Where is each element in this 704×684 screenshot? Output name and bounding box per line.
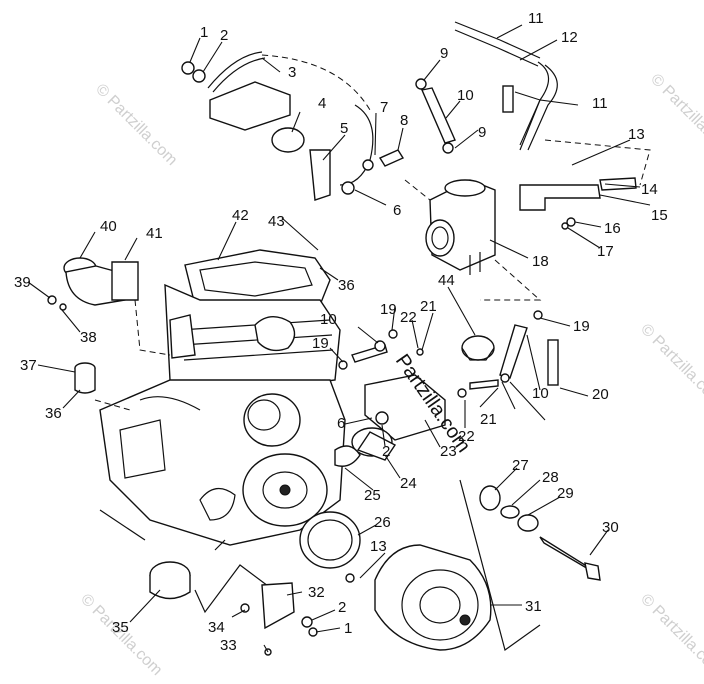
callout-19-mid: 19 — [380, 301, 397, 318]
callout-24: 24 — [400, 475, 417, 492]
callout-37: 37 — [20, 357, 37, 374]
upper-left-assembly — [181, 51, 405, 201]
callout-43: 43 — [268, 213, 285, 230]
svg-text:© Partzilla.com: © Partzilla.com — [637, 591, 704, 679]
callout-2: 2 — [220, 27, 228, 44]
clutch-assembly — [299, 479, 541, 651]
callout-23: 23 — [440, 443, 457, 460]
callout-13-lower: 13 — [370, 538, 387, 555]
callout-9-top: 9 — [440, 45, 448, 62]
callout-10-top: 10 — [457, 87, 474, 104]
callout-36-top: 36 — [338, 277, 355, 294]
callout-2-lower: 2 — [338, 599, 346, 616]
svg-text:© Partzilla.com: © Partzilla.com — [92, 81, 180, 169]
callout-12: 12 — [561, 29, 578, 46]
callout-18: 18 — [532, 253, 549, 270]
throttle-bracket — [519, 139, 651, 230]
callout-29: 29 — [557, 485, 574, 502]
vent-hoses — [415, 21, 558, 154]
callout-11-top: 11 — [528, 10, 544, 27]
callout-3: 3 — [288, 64, 296, 81]
callout-21-top: 21 — [420, 298, 437, 315]
callout-19-right: 19 — [573, 318, 590, 335]
callout-labels: 1 2 3 4 5 6 7 8 9 9 10 11 11 12 13 14 15… — [14, 10, 668, 654]
watermark-left: © Partzilla.com — [92, 81, 180, 169]
callout-1-lower: 1 — [344, 620, 352, 637]
mount-bracket — [334, 374, 446, 467]
bolt-stack — [479, 485, 601, 581]
callout-41: 41 — [146, 225, 163, 242]
callout-10-mid: 10 — [320, 311, 337, 328]
engine-mount — [99, 509, 355, 656]
callout-44: 44 — [438, 272, 455, 289]
engine — [99, 249, 346, 546]
callout-19-left: 19 — [312, 335, 329, 352]
callout-39: 39 — [14, 274, 31, 291]
callout-20: 20 — [592, 386, 609, 403]
callout-11-right: 11 — [592, 95, 608, 112]
callout-4: 4 — [318, 95, 326, 112]
watermark-right: © Partzilla.com — [647, 71, 704, 159]
watermark-bottom-right: © Partzilla.com — [637, 591, 704, 679]
callout-6-mid: 6 — [337, 415, 345, 432]
callout-22-top: 22 — [400, 309, 417, 326]
callout-42: 42 — [232, 207, 249, 224]
callout-9-lower: 9 — [478, 124, 486, 141]
callout-31: 31 — [525, 598, 542, 615]
callout-38: 38 — [80, 329, 97, 346]
cap — [74, 362, 131, 411]
callout-16: 16 — [604, 220, 621, 237]
callout-27: 27 — [512, 457, 529, 474]
carburetor — [404, 179, 542, 301]
callout-14: 14 — [641, 181, 658, 198]
callout-32: 32 — [308, 584, 325, 601]
callout-10-lower: 10 — [532, 385, 549, 402]
callout-2-mid: 2 — [382, 443, 390, 460]
callout-7: 7 — [380, 99, 388, 116]
callout-21-lower: 21 — [480, 411, 497, 428]
callout-15: 15 — [651, 207, 668, 224]
right-mid-parts — [338, 310, 559, 398]
svg-text:© Partzilla.com: © Partzilla.com — [647, 71, 704, 159]
svg-text:© Partzilla.com: © Partzilla.com — [637, 321, 704, 409]
callout-25: 25 — [364, 487, 381, 504]
callout-40: 40 — [100, 218, 117, 235]
callout-33: 33 — [220, 637, 237, 654]
intake-elbow — [47, 257, 171, 356]
leader-lines — [27, 24, 651, 653]
callout-8: 8 — [400, 112, 408, 129]
callout-26: 26 — [374, 514, 391, 531]
callout-5: 5 — [340, 120, 348, 137]
callout-22-lower: 22 — [458, 428, 475, 445]
callout-28: 28 — [542, 469, 559, 486]
callout-36-left: 36 — [45, 405, 62, 422]
callout-6: 6 — [393, 202, 401, 219]
callout-17: 17 — [597, 243, 614, 260]
callout-13-top: 13 — [628, 126, 645, 143]
callout-30: 30 — [602, 519, 619, 536]
callout-35: 35 — [112, 619, 129, 636]
callout-1: 1 — [200, 24, 208, 41]
watermark-right-mid: © Partzilla.com — [637, 321, 704, 409]
callout-34: 34 — [208, 619, 225, 636]
